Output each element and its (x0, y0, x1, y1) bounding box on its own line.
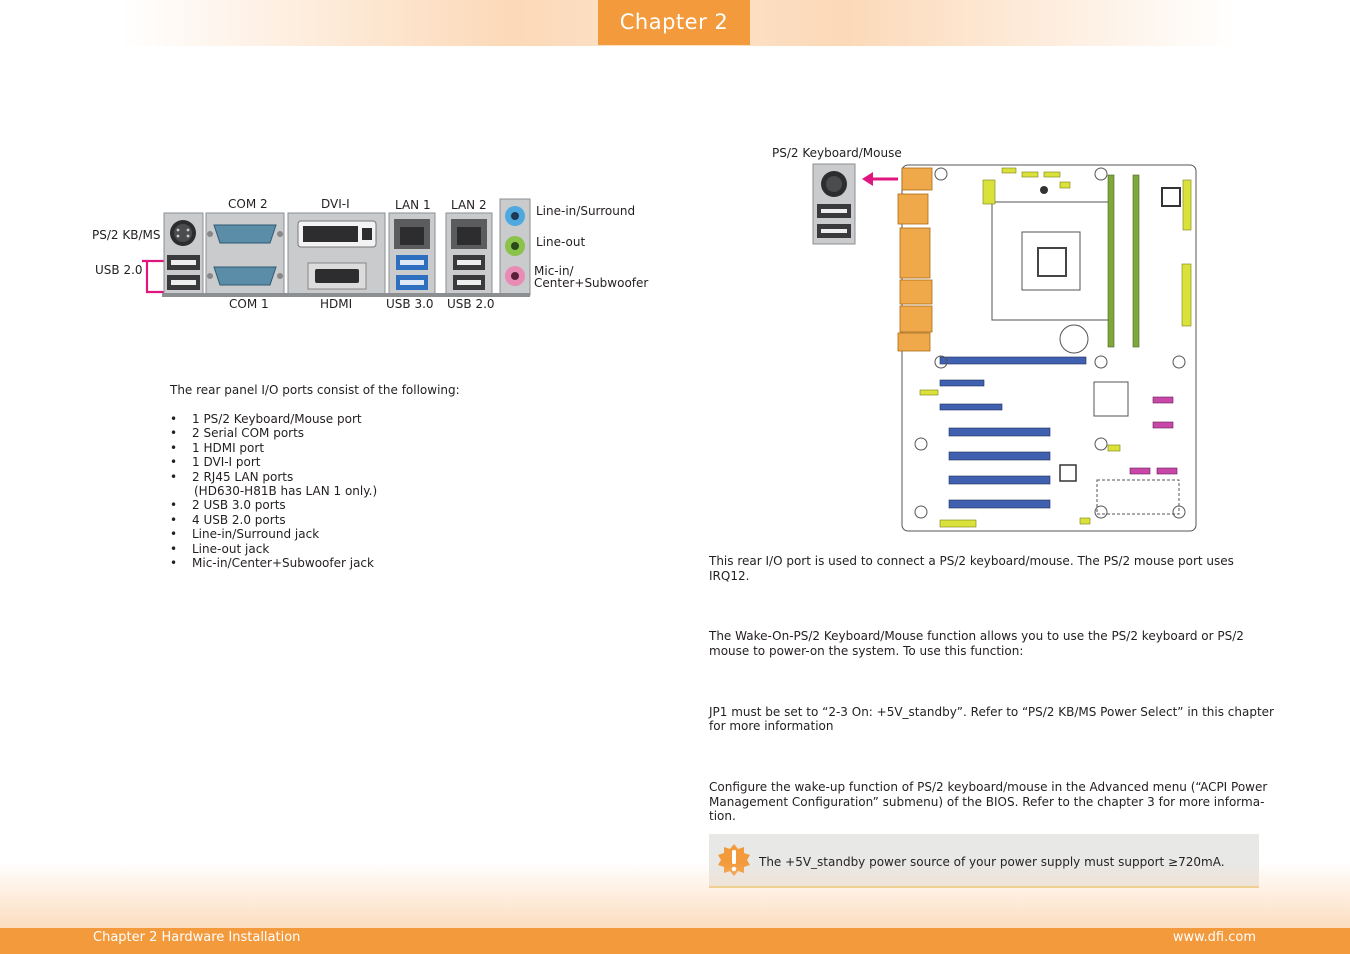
label-com1: COM 1 (229, 297, 269, 311)
lan1-usb30-block (388, 212, 436, 296)
list-item: Line-out jack (170, 542, 377, 557)
label-lan1: LAN 1 (395, 198, 431, 212)
lan2-usb20-block (445, 212, 493, 296)
io-connectors (897, 167, 933, 352)
dimm-slots (1107, 174, 1192, 348)
cpu-socket (991, 201, 1111, 321)
usb20-highlight-bracket (142, 259, 166, 294)
label-line-in: Line-in/Surround (536, 204, 636, 218)
list-item: 1 PS/2 Keyboard/Mouse port (170, 412, 377, 427)
para1-line1: This rear I/O port is used to connect a … (709, 554, 1234, 568)
battery (1059, 324, 1089, 354)
list-item: 2 USB 3.0 ports (170, 498, 377, 513)
m2-slot (1096, 479, 1180, 515)
label-lan2: LAN 2 (451, 198, 487, 212)
footer-chapter: Chapter 2 Hardware Installation (93, 930, 301, 945)
footer-bar (0, 928, 1350, 954)
ps2-board-label: PS/2 Keyboard/Mouse (772, 146, 902, 160)
ps2-port-inset (812, 163, 856, 245)
io-port-list: 1 PS/2 Keyboard/Mouse port 2 Serial COM … (170, 412, 378, 571)
pcie-slots (939, 356, 1087, 509)
label-usb30: USB 3.0 (386, 297, 434, 311)
intro-text: The rear panel I/O ports consist of the … (170, 383, 460, 397)
list-item-note: (HD630-H81B has LAN 1 only.) (194, 484, 378, 499)
label-dvii: DVI-I (321, 197, 350, 211)
arrow-icon (862, 172, 898, 186)
label-mic-in-2: Center+Subwoofer (534, 276, 649, 290)
para3-line1: JP1 must be set to “2-3 On: +5V_standby”… (709, 705, 1274, 719)
list-item: Line-in/Surround jack (170, 527, 377, 542)
para4-line2: Management Configuration” submenu) of th… (709, 795, 1265, 809)
footer-website-link[interactable]: www.dfi.com (1172, 930, 1256, 945)
ps2-usb-block (163, 212, 204, 296)
com-ports-block (205, 212, 285, 296)
motherboard-diagram (812, 163, 1197, 532)
para4-line3: tion. (709, 809, 736, 823)
footer-band (0, 862, 1350, 930)
list-item: 1 DVI-I port (170, 455, 377, 470)
label-ps2: PS/2 KB/MS (92, 228, 161, 242)
mounting-holes (914, 167, 1186, 519)
label-usb20-left: USB 2.0 (95, 263, 143, 277)
label-usb20-right: USB 2.0 (447, 297, 495, 311)
list-item: 2 Serial COM ports (170, 426, 377, 441)
headers (919, 167, 1121, 528)
list-item: 2 RJ45 LAN ports (170, 470, 377, 485)
rear-panel-illustration (142, 198, 531, 297)
sata-connectors (1129, 396, 1178, 475)
dvi-hdmi-block (287, 212, 386, 296)
chapter-tab: Chapter 2 (598, 0, 750, 45)
label-com2: COM 2 (228, 197, 268, 211)
chipset (1093, 381, 1129, 417)
label-mic-in: Mic-in/ (534, 264, 574, 278)
audio-block (499, 198, 531, 296)
label-hdmi: HDMI (320, 297, 353, 311)
para3-line2: for more information (709, 719, 834, 733)
para1-line2: IRQ12. (709, 569, 750, 583)
para2-line1: The Wake-On-PS/2 Keyboard/Mouse function… (709, 629, 1244, 643)
label-line-out: Line-out (536, 235, 586, 249)
list-item: 4 USB 2.0 ports (170, 513, 377, 528)
para2-line2: mouse to power-on the system. To use thi… (709, 644, 1024, 658)
para4-line1: Configure the wake-up function of PS/2 k… (709, 780, 1268, 794)
list-item: 1 HDMI port (170, 441, 377, 456)
list-item: Mic-in/Center+Subwoofer jack (170, 556, 377, 571)
